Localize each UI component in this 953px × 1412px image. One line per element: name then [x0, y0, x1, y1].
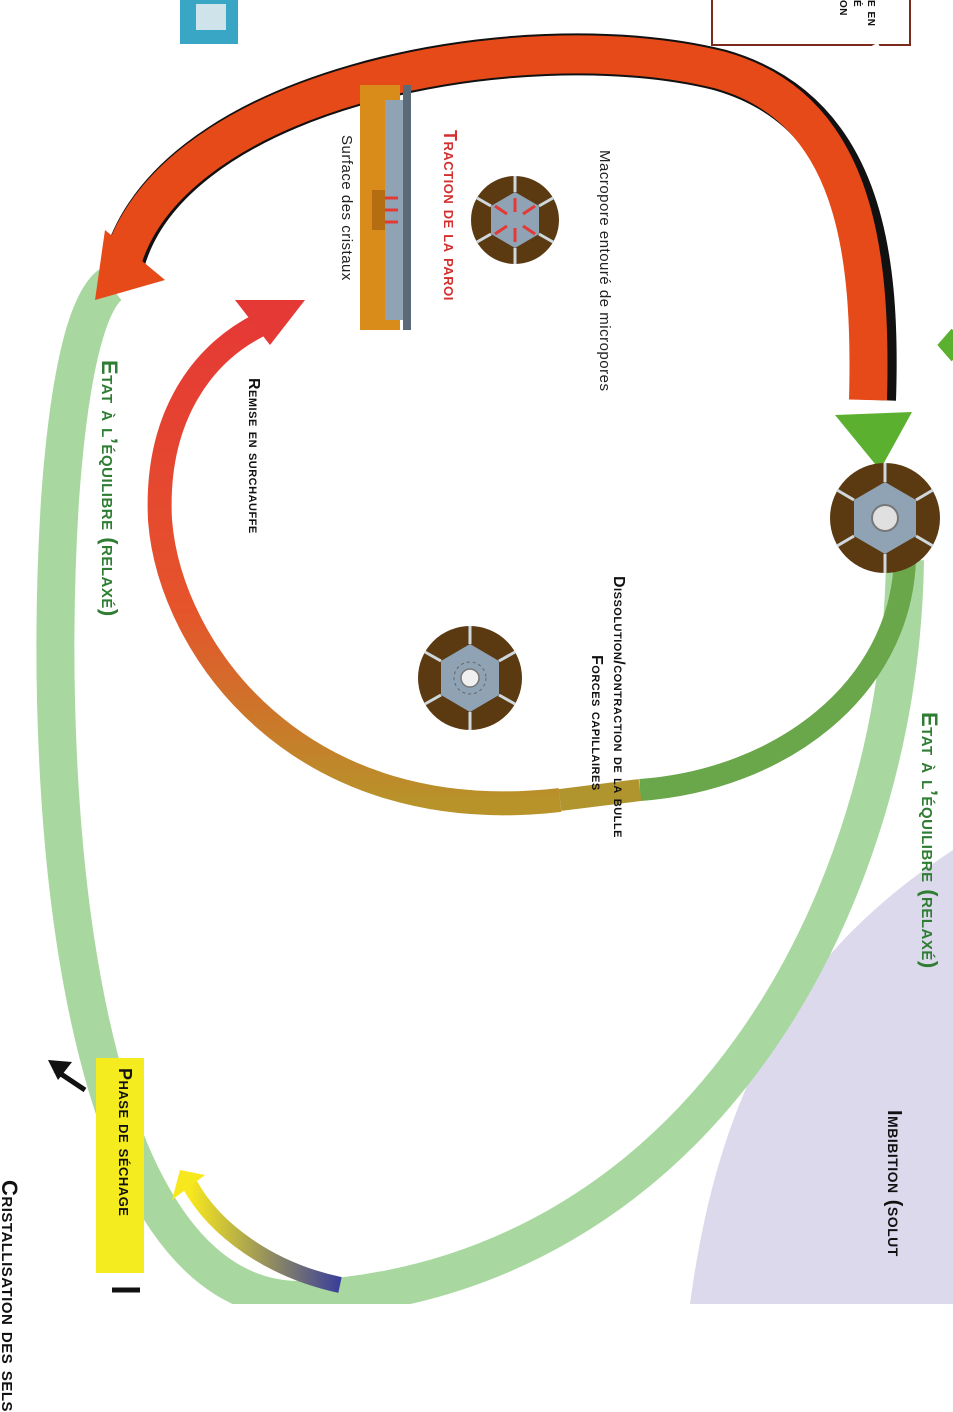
- dissolution-branch-tail: [558, 779, 642, 811]
- sechage-arrow: [183, 1180, 342, 1293]
- tension-arrow-head-left: [95, 230, 165, 300]
- tension-arrow-fill: [99, 35, 888, 401]
- remise-arrow-head: [235, 300, 305, 345]
- forces-label: Forces capillaires: [588, 655, 605, 791]
- macropore-label: Macropore entouré de micropores: [596, 150, 613, 392]
- etat-equilibre-bottom-label: Etat à l’équilibre (relaxé): [97, 360, 122, 617]
- black-arrow-left-head: [48, 1060, 72, 1080]
- imbibition-region: [690, 850, 953, 1304]
- phase-sechage-label: Phase de séchage: [115, 1068, 135, 1217]
- pore-with-bubble: [830, 463, 940, 573]
- legend-box: [711, 0, 911, 46]
- imbibition-label: Imbibition (solut: [883, 1110, 905, 1257]
- dissolution-branch: [639, 559, 916, 801]
- tension-arrow-head-green: [835, 412, 912, 470]
- surface-cristaux-label: Surface des cristaux: [338, 135, 355, 281]
- legend-cut-label: e en é on: [837, 0, 881, 27]
- diagram-graphics: [36, 0, 953, 1304]
- remise-label: Remise en surchauffe: [245, 378, 262, 534]
- pore-shrinking-bubble: [418, 626, 522, 730]
- phase-sechage-box: [96, 1058, 144, 1273]
- traction-paroi-label: Traction de la paroi: [440, 130, 460, 301]
- crystal-surface: [360, 85, 411, 330]
- remise-arrow: [147, 308, 562, 816]
- sechage-arrow-head: [172, 1170, 205, 1200]
- etat-equilibre-top-label: Etat à l’équilibre (relaxé): [917, 712, 942, 969]
- macropore-diagram: [471, 176, 559, 264]
- bottom-cut-label: Cristallisation des sels: [0, 1180, 22, 1412]
- green-arrow-edge: [937, 328, 953, 362]
- dissolution-label: Dissolution/contraction de la bulle: [610, 576, 627, 838]
- equilibrium-loop: [36, 269, 924, 1304]
